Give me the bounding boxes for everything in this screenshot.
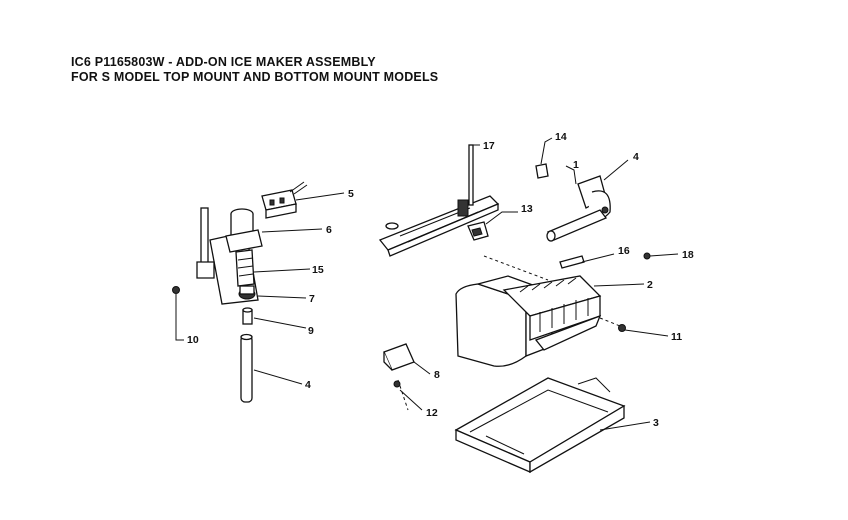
callout-12: 12 bbox=[426, 407, 438, 419]
screw-18 bbox=[643, 252, 651, 260]
ice-maker-housing bbox=[455, 275, 602, 367]
callout-11: 11 bbox=[671, 331, 682, 343]
leader-lines bbox=[175, 137, 679, 431]
callout-8: 8 bbox=[434, 369, 440, 381]
fill-tube bbox=[240, 333, 253, 403]
assembly-guide-lines bbox=[397, 255, 621, 411]
diagram-title-line-2: FOR S MODEL TOP MOUNT AND BOTTOM MOUNT M… bbox=[71, 70, 439, 84]
callout-1: 1 bbox=[573, 159, 579, 171]
callout-16: 16 bbox=[618, 245, 630, 257]
callout-3: 3 bbox=[653, 417, 659, 429]
callout-7: 7 bbox=[309, 293, 315, 305]
bracket-8 bbox=[383, 343, 415, 371]
screw-12 bbox=[393, 380, 401, 388]
pin-16 bbox=[559, 255, 585, 269]
screw-11 bbox=[618, 324, 626, 332]
callout-18: 18 bbox=[682, 249, 694, 261]
screw-10 bbox=[172, 286, 180, 330]
diagram-title-line-1: IC6 P1165803W - ADD-ON ICE MAKER ASSEMBL… bbox=[71, 55, 376, 69]
callout-4-upper: 4 bbox=[633, 151, 639, 163]
callout-9: 9 bbox=[308, 325, 314, 337]
mounting-bracket-17 bbox=[378, 144, 500, 257]
tube-ferrule bbox=[242, 307, 253, 325]
callout-4-lower: 4 bbox=[305, 379, 311, 391]
callout-5: 5 bbox=[348, 188, 354, 200]
water-valve-assembly bbox=[196, 207, 263, 305]
callout-2: 2 bbox=[647, 279, 653, 291]
callout-17: 17 bbox=[483, 140, 495, 152]
clip-14 bbox=[535, 163, 549, 179]
callout-6: 6 bbox=[326, 224, 332, 236]
clip-13 bbox=[467, 221, 489, 241]
callout-labels: 5 6 15 7 9 4 10 17 13 14 1 4 16 18 2 11 … bbox=[187, 131, 694, 429]
callout-14: 14 bbox=[555, 131, 567, 143]
fill-cup-assembly bbox=[546, 175, 611, 242]
callout-15: 15 bbox=[312, 264, 324, 276]
wire-connector-plug bbox=[261, 181, 308, 219]
ice-storage-bin bbox=[454, 377, 626, 474]
callout-13: 13 bbox=[521, 203, 533, 215]
callout-10: 10 bbox=[187, 334, 199, 346]
